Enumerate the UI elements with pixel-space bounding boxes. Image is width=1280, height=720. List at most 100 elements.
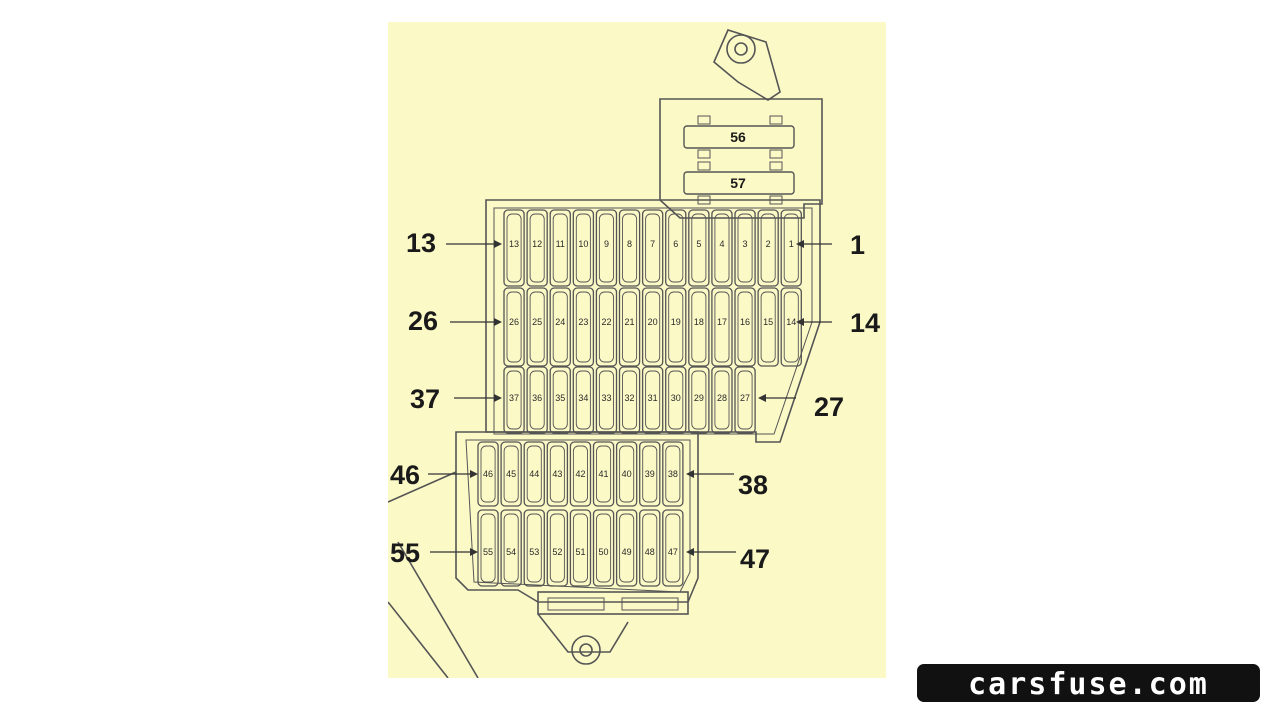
relay-label: 57 xyxy=(730,175,746,191)
fuse-label: 12 xyxy=(532,239,542,249)
fuse-label: 24 xyxy=(555,317,565,327)
fuse-label: 21 xyxy=(625,317,635,327)
arrowhead-right-row-3 xyxy=(758,394,766,402)
fuse-label: 31 xyxy=(648,393,658,403)
fuse-label: 43 xyxy=(552,469,562,479)
fuse-37: 37 xyxy=(503,366,525,434)
fuse-label: 19 xyxy=(671,317,681,327)
fuse-39: 39 xyxy=(639,441,661,507)
fuse-55: 55 xyxy=(477,509,499,587)
fuse-50: 50 xyxy=(592,509,615,587)
callout-right-row-1: 1 xyxy=(850,230,865,260)
fuse-4: 4 xyxy=(711,209,733,287)
fuse-44: 44 xyxy=(523,441,545,507)
fuse-label: 20 xyxy=(648,317,658,327)
carsfuse-logo: carsfuse.com xyxy=(917,664,1260,702)
callout-right-row-2: 14 xyxy=(850,308,880,338)
fuse-21: 21 xyxy=(618,287,641,367)
fuse-label: 17 xyxy=(717,317,727,327)
fuse-35: 35 xyxy=(549,366,571,434)
fuse-label: 49 xyxy=(622,547,632,557)
relay-label: 56 xyxy=(730,129,746,145)
fuse-53: 53 xyxy=(523,509,545,587)
fuse-20: 20 xyxy=(641,287,664,367)
fuse-18: 18 xyxy=(688,287,710,367)
relay-57: 57 xyxy=(683,161,795,205)
fuse-42: 42 xyxy=(569,441,592,507)
fuse-54: 54 xyxy=(500,509,522,587)
fuse-47: 47 xyxy=(662,509,684,587)
fuse-6: 6 xyxy=(665,209,687,287)
arrowhead-right-row-4 xyxy=(686,470,694,478)
arrowhead-left-row-2 xyxy=(494,318,502,326)
fuse-label: 36 xyxy=(532,393,542,403)
fuse-label: 47 xyxy=(668,547,678,557)
fuse-label: 27 xyxy=(740,393,750,403)
fuse-51: 51 xyxy=(569,509,592,587)
fuse-11: 11 xyxy=(549,209,571,287)
arrowhead-right-row-1 xyxy=(796,240,804,248)
fuse-1: 1 xyxy=(780,209,802,287)
arrowhead-right-row-2 xyxy=(796,318,804,326)
fuse-24: 24 xyxy=(549,287,571,367)
fuse-label: 33 xyxy=(601,393,611,403)
fuse-label: 53 xyxy=(529,547,539,557)
fuse-label: 8 xyxy=(627,239,632,249)
fuse-14: 14 xyxy=(780,287,802,367)
callout-left-row-3: 37 xyxy=(410,384,440,414)
fuse-2: 2 xyxy=(757,209,779,287)
callout-left-row-5: 55 xyxy=(390,538,420,568)
fuse-label: 40 xyxy=(622,469,632,479)
relay-layer: 56 57 xyxy=(683,115,795,205)
fuse-32: 32 xyxy=(618,366,641,434)
fuse-label: 41 xyxy=(599,469,609,479)
fuse-5: 5 xyxy=(688,209,710,287)
fuse-26: 26 xyxy=(503,287,525,367)
fuse-label: 3 xyxy=(743,239,748,249)
fuse-label: 28 xyxy=(717,393,727,403)
fuse-23: 23 xyxy=(572,287,595,367)
fuse-38: 38 xyxy=(662,441,684,507)
fuse-label: 51 xyxy=(575,547,585,557)
fuse-16: 16 xyxy=(734,287,756,367)
arrowhead-left-row-3 xyxy=(494,394,502,402)
fuse-label: 25 xyxy=(532,317,542,327)
fuse-label: 48 xyxy=(645,547,655,557)
fuse-label: 2 xyxy=(766,239,771,249)
arrowhead-left-row-4 xyxy=(470,470,478,478)
fuse-label: 32 xyxy=(625,393,635,403)
fuse-label: 50 xyxy=(599,547,609,557)
fuse-label: 45 xyxy=(506,469,516,479)
callout-right-row-4: 38 xyxy=(738,470,768,500)
fuse-40: 40 xyxy=(615,441,638,507)
fuse-label: 37 xyxy=(509,393,519,403)
fuse-33: 33 xyxy=(595,366,618,434)
fuse-label: 54 xyxy=(506,547,516,557)
fuse-label: 35 xyxy=(555,393,565,403)
fuse-label: 4 xyxy=(719,239,724,249)
fuse-label: 44 xyxy=(529,469,539,479)
fuse-28: 28 xyxy=(711,366,733,434)
fuse-15: 15 xyxy=(757,287,779,367)
callout-left-row-1: 13 xyxy=(406,228,436,258)
housing-outline xyxy=(388,29,823,678)
fuse-25: 25 xyxy=(526,287,548,367)
fuse-label: 46 xyxy=(483,469,493,479)
fuse-label: 55 xyxy=(483,547,493,557)
fuse-label: 26 xyxy=(509,317,519,327)
fuse-27: 27 xyxy=(734,366,756,434)
fuse-label: 5 xyxy=(696,239,701,249)
fuse-label: 34 xyxy=(578,393,588,403)
fuse-label: 30 xyxy=(671,393,681,403)
fuse-label: 10 xyxy=(578,239,588,249)
fuse-label: 6 xyxy=(673,239,678,249)
fuse-3: 3 xyxy=(734,209,756,287)
arrowhead-left-row-5 xyxy=(470,548,478,556)
fuse-46: 46 xyxy=(477,441,499,507)
fuse-41: 41 xyxy=(592,441,615,507)
callout-left-row-4: 46 xyxy=(390,460,420,490)
